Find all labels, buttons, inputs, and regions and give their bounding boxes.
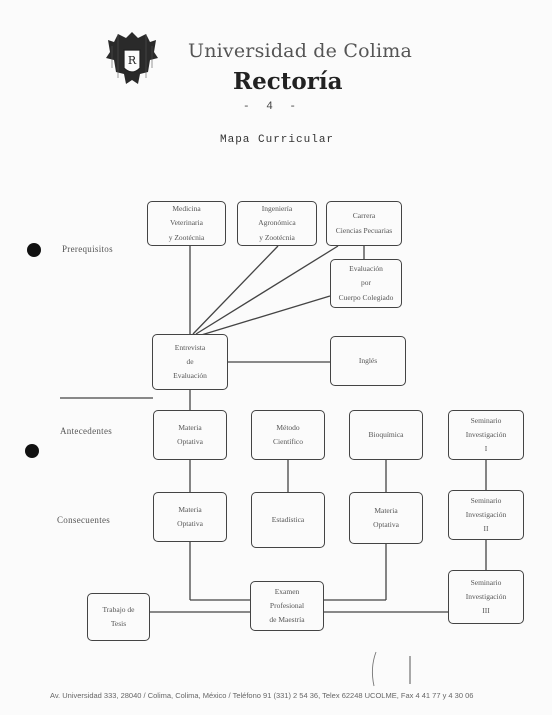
label-antecedents: Antecedentes: [60, 426, 113, 436]
box-seminario-3: Seminario Investigación III: [448, 570, 524, 624]
box-seminario-1: Seminario Investigación I: [448, 410, 524, 460]
box-entrevista: Entrevista de Evaluación: [152, 334, 228, 390]
box-ingles: Inglés: [330, 336, 406, 386]
department-name: Rectoría: [233, 68, 343, 95]
box-metodo: Método Científico: [251, 410, 325, 460]
university-crest-logo: R: [106, 32, 158, 84]
pen-marks: [371, 651, 411, 687]
punch-hole-bottom: [25, 444, 39, 458]
page-number: - 4 -: [243, 101, 302, 113]
box-seminario-2: Seminario Investigación II: [448, 490, 524, 540]
box-optativa-1: Materia Optativa: [153, 410, 227, 460]
box-ingenieria: Ingeniería Agronómica y Zootécnia: [237, 201, 317, 246]
svg-text:R: R: [128, 54, 137, 67]
box-medicina: Medicina Veterinaria y Zootécnia: [147, 201, 226, 246]
box-estadistica: Estadística: [251, 492, 325, 548]
box-carrera: Carrera Ciencias Pecuarias: [326, 201, 402, 246]
box-trabajo: Trabajo de Tesis: [87, 593, 150, 641]
box-optativa-2: Materia Optativa: [153, 492, 227, 542]
box-examen: Examen Profesional de Maestría: [250, 581, 324, 631]
box-optativa-3: Materia Optativa: [349, 492, 423, 544]
footer-address: Av. Universidad 333, 28040 / Colima, Col…: [50, 691, 474, 700]
label-prerequisites: Prerequisitos: [62, 244, 113, 254]
label-consequents: Consecuentes: [57, 515, 111, 525]
box-evaluacion: Evaluación por Cuerpo Colegiado: [330, 259, 402, 308]
punch-hole-top: [27, 243, 41, 257]
box-bioquimica: Bioquímica: [349, 410, 423, 460]
document-title: Mapa Curricular: [220, 134, 335, 146]
institution-name: Universidad de Colima: [188, 40, 413, 62]
